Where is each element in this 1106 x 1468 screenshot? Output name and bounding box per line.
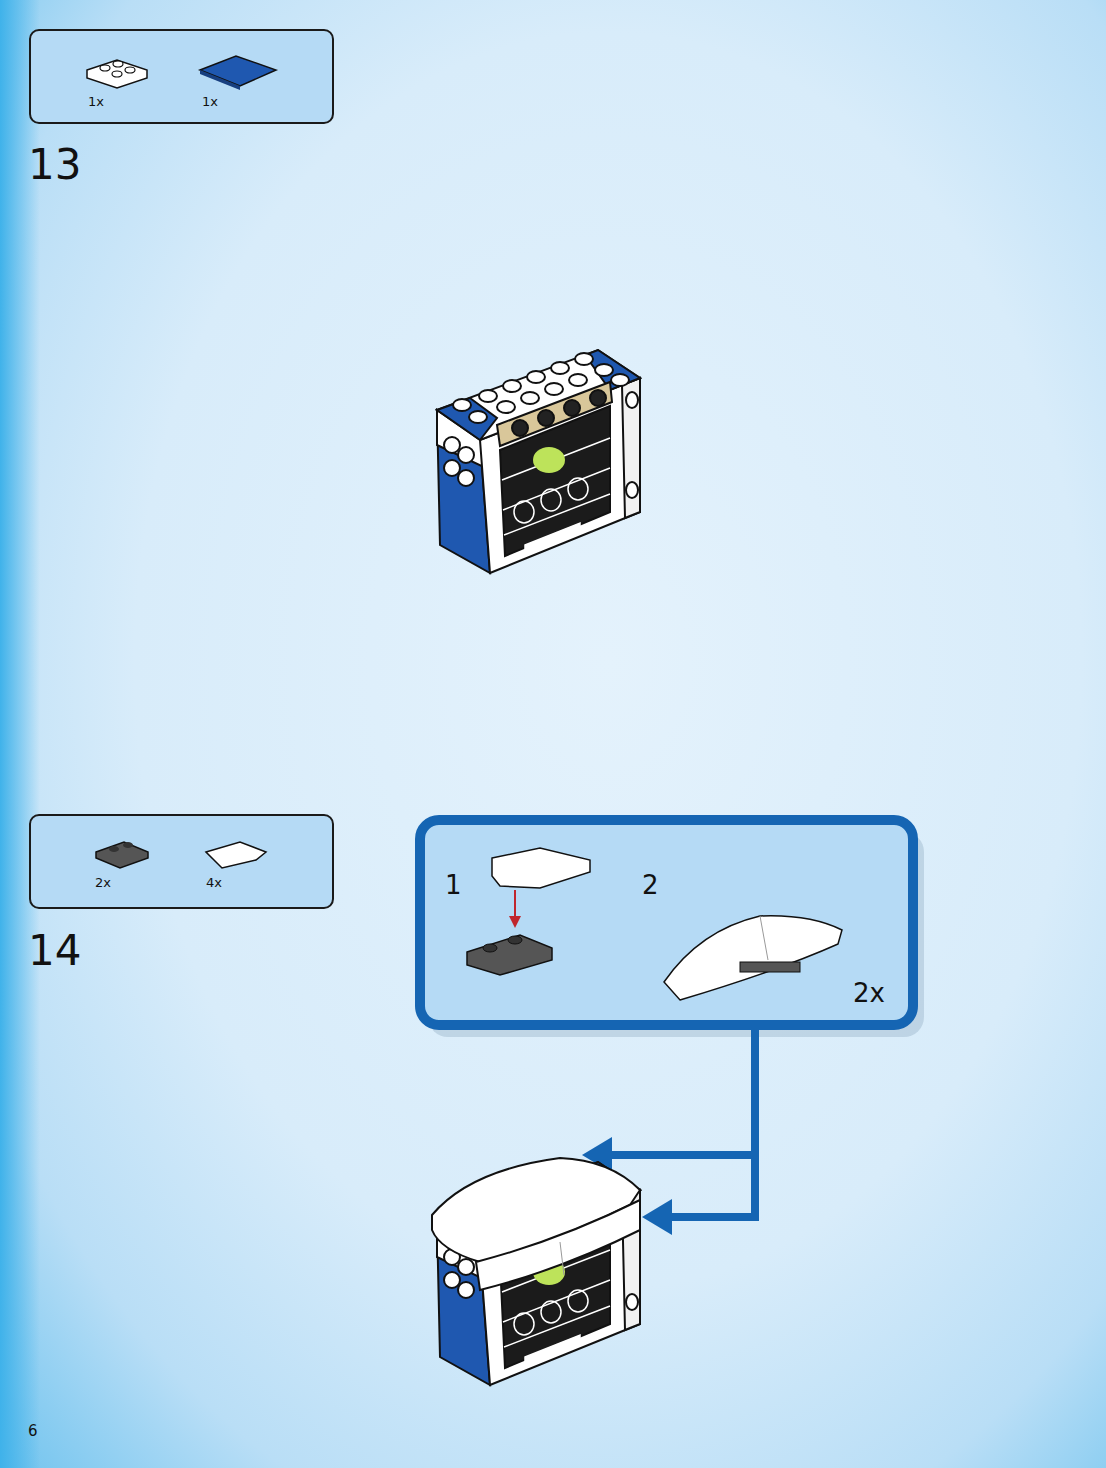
- parts-list-box: 2x 4x: [29, 814, 334, 909]
- parts-list-box: 1x 1x: [29, 29, 334, 124]
- page-number: 6: [28, 1424, 38, 1439]
- step-number: 14: [28, 930, 81, 972]
- part-quantity: 4x: [206, 876, 222, 889]
- step-number: 13: [28, 144, 81, 186]
- part-quantity: 1x: [202, 95, 218, 108]
- part-quantity: 2x: [95, 876, 111, 889]
- substep-number: 2x: [853, 980, 885, 1006]
- subassembly-callout: 1 2 2x: [415, 815, 918, 1030]
- substep-number: 2: [642, 872, 659, 898]
- substep-number: 1: [445, 872, 462, 898]
- part-quantity: 1x: [88, 95, 104, 108]
